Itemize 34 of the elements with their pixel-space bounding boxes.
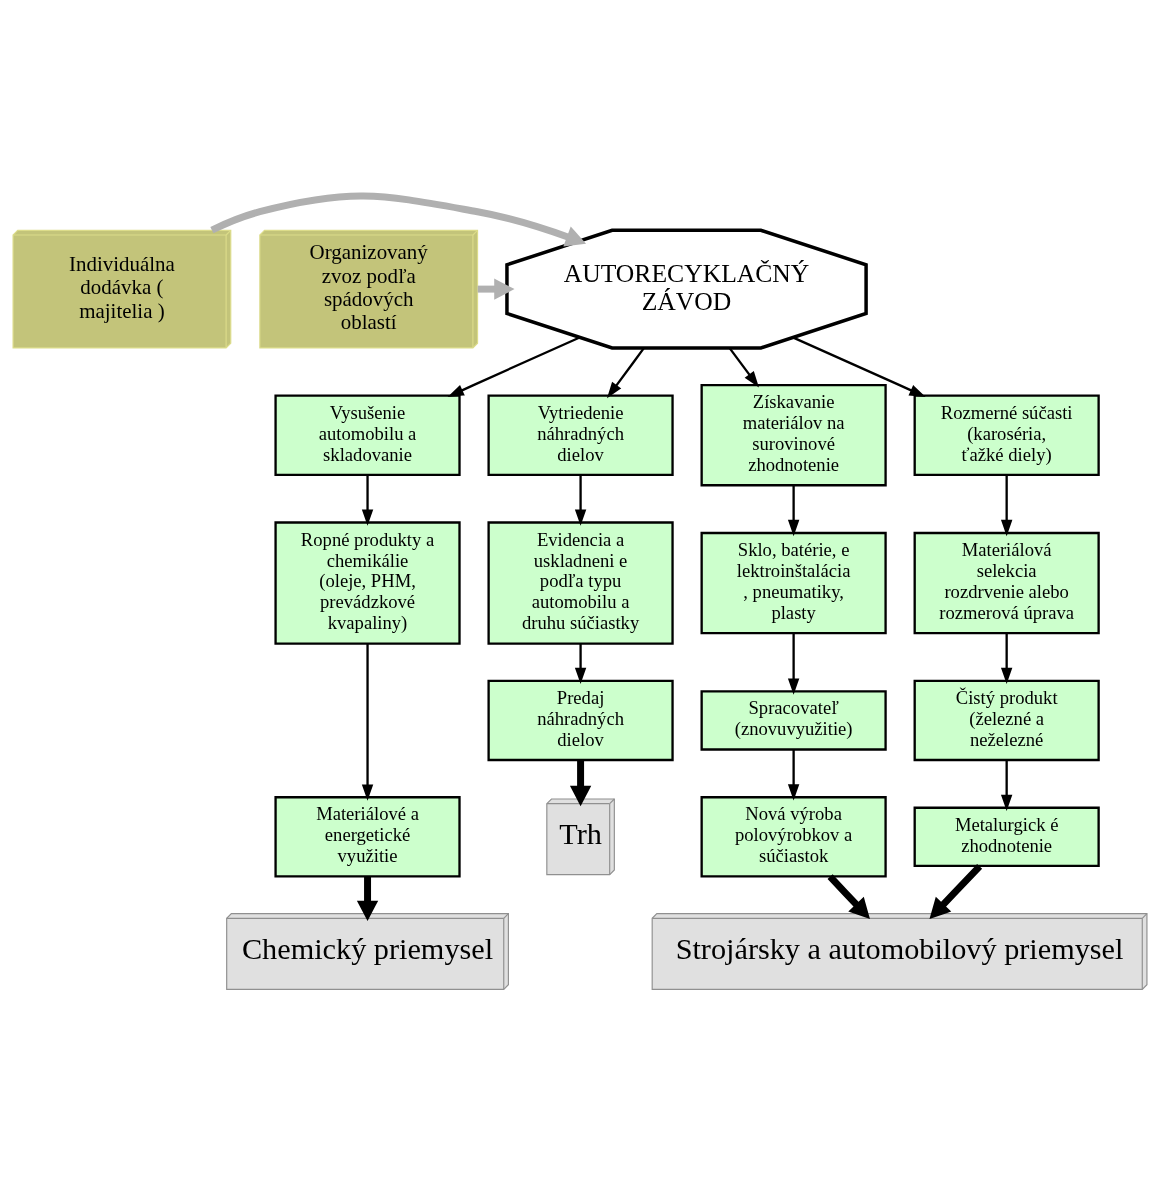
node-box: Získavanie materiálov na surovinové zhodnotenie bbox=[700, 383, 887, 486]
arrow bbox=[728, 346, 759, 388]
node-box: Nová výroba polovýrobkov a súčiastok bbox=[700, 795, 887, 878]
arrow bbox=[1000, 632, 1013, 684]
node-box: Čistý produkt (železné a neželezné bbox=[913, 679, 1100, 761]
arrow bbox=[210, 192, 587, 247]
node-box: Ropné produkty a chemikálie (oleje, PHM, prevádzkové kvapaliny) bbox=[274, 520, 461, 645]
arrow bbox=[574, 643, 587, 684]
arrow bbox=[574, 474, 587, 526]
arrow bbox=[929, 863, 983, 919]
node-box: Sklo, batérie, elektroinštalácia, pneumatiky, plasty bbox=[700, 531, 887, 634]
arrow bbox=[447, 335, 581, 397]
node-box: Metalurgick é zhodnotenie bbox=[913, 806, 1100, 867]
node-box: Rozmerné súčasti (karoséria, ťažké diely) bbox=[913, 393, 1100, 476]
arrow bbox=[361, 643, 374, 801]
node-box: Vysušenie automobilu a skladovanie bbox=[274, 393, 461, 476]
arrow bbox=[787, 632, 800, 695]
arrow bbox=[569, 759, 592, 806]
arrow bbox=[787, 485, 800, 536]
arrow bbox=[1000, 474, 1013, 536]
node-box: Evidencia a uskladneni e podľa typu automobilu a druhu súčiastky bbox=[487, 520, 674, 645]
arrow bbox=[361, 474, 374, 526]
node-box: Materiálové a energetické využitie bbox=[274, 795, 461, 878]
node-box: Materiálová selekcia rozdrvenie alebo rozmerová úprava bbox=[913, 531, 1100, 634]
node-box: Spracovateľ (znovuvyužitie) bbox=[700, 689, 887, 751]
arrow bbox=[1000, 759, 1013, 811]
arrow bbox=[477, 277, 515, 300]
node-box: Predaj náhradných dielov bbox=[487, 679, 674, 761]
arrow bbox=[356, 876, 379, 921]
arrow bbox=[787, 749, 800, 801]
arrow bbox=[792, 336, 926, 397]
arrow bbox=[827, 873, 870, 919]
node-box: Vytriedenie náhradných dielov bbox=[487, 393, 674, 476]
arrow bbox=[607, 346, 645, 398]
